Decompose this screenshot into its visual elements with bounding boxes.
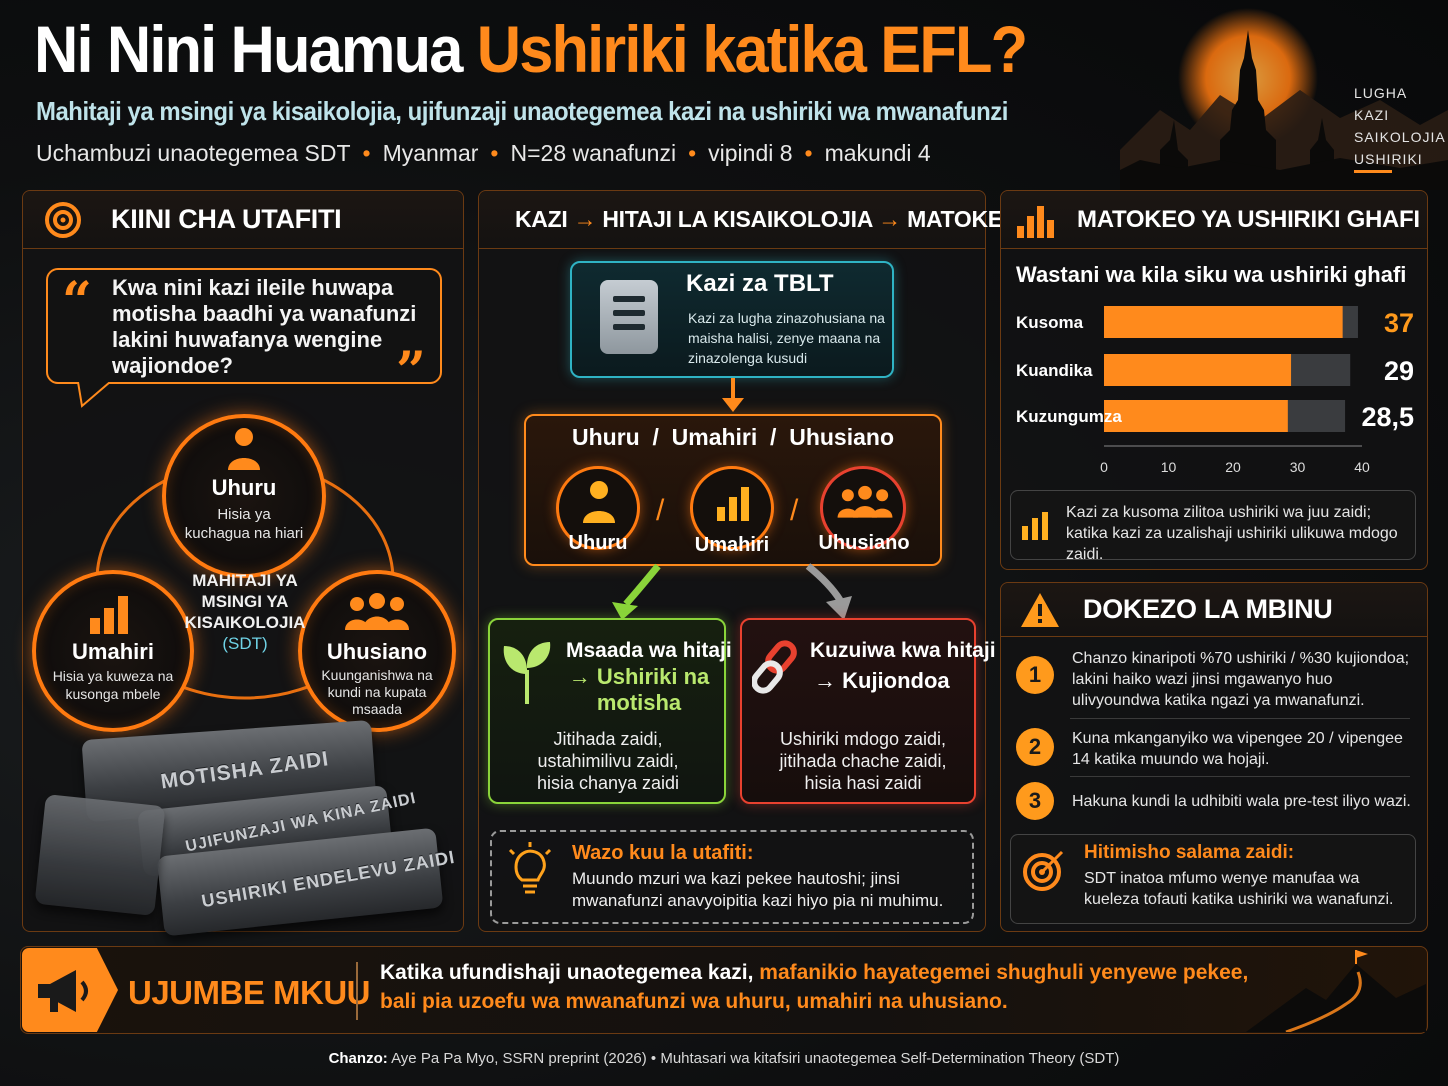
needs-separator: /	[656, 494, 665, 527]
panel-header: KAZI → HITAJI LA KISAIKOLOJIA → MATOKEO	[479, 191, 1021, 249]
thwart-result: → Kujiondoa	[814, 668, 950, 693]
need-label-autonomy: Uhuru	[568, 532, 628, 554]
temple-skyline-illustration	[1120, 8, 1448, 190]
panel-header: MATOKEO YA USHIRIKI GHAFI	[1001, 191, 1427, 249]
banner-message: Katika ufundishaji unaotegemea kazi, maf…	[380, 961, 1249, 1013]
sprout-icon	[503, 642, 551, 704]
key-message-banner	[20, 946, 1428, 1034]
quote-close-icon: ”	[396, 341, 426, 402]
needs-heading: Uhuru / Umahiri / Uhusiano	[571, 424, 895, 450]
conclusion-title: Hitimisho salama zaidi:	[1084, 842, 1295, 863]
bar-chart-icon	[1022, 512, 1048, 540]
bar-chart-icon	[717, 487, 749, 521]
number-badge: 2	[1016, 728, 1054, 766]
chart-title: Wastani wa kila siku wa ushiriki ghafi	[1016, 262, 1407, 287]
need-icon-competence	[690, 466, 774, 550]
x-tick-label: 30	[1290, 459, 1306, 475]
group-icon	[345, 593, 409, 630]
banner-label: UJUMBE MKUU	[128, 974, 371, 1011]
stone-base	[34, 794, 166, 916]
bubble-tail	[77, 382, 111, 408]
insight-title: Wazo kuu la utafiti:	[572, 842, 754, 864]
broken-link-icon	[752, 640, 797, 694]
page-subtitle: Mahitaji ya msingi ya kisaikolojia, ujif…	[36, 96, 1008, 126]
method-note-item: 3 Hakuna kundi la udhibiti wala pre-test…	[1016, 782, 1424, 820]
number-badge: 1	[1016, 656, 1054, 694]
need-icon-autonomy	[556, 466, 640, 550]
need-circle-competence: Umahiri Hisia ya kuweza na kusonga mbele	[32, 570, 194, 732]
key-insight-box	[490, 830, 974, 924]
insight-text: Muundo mzuri wa kazi pekee hautoshi; jin…	[572, 869, 944, 910]
bar-value-label: 37	[1384, 308, 1414, 338]
bar-value-label: 28,5	[1361, 402, 1414, 432]
group-icon	[837, 485, 893, 518]
lightbulb-icon	[508, 842, 552, 894]
warning-icon	[1021, 592, 1059, 627]
need-circle-autonomy: Uhuru Hisia ya kuchagua na hiari	[162, 414, 326, 578]
divider	[1070, 776, 1410, 777]
target-icon	[1023, 850, 1064, 891]
study-meta: Uchambuzi unaotegemea SDT•Myanmar•N=28 w…	[36, 140, 931, 166]
panel-header: DOKEZO LA MBINU	[1001, 583, 1427, 637]
method-note-item: 1 Chanzo kinaripoti %70 ushiriki / %30 k…	[1016, 648, 1424, 711]
bar-category-label: Kusoma	[1016, 313, 1084, 332]
panel-title: DOKEZO LA MBINU	[1083, 594, 1333, 624]
x-tick-label: 10	[1161, 459, 1177, 475]
banner-separator	[356, 962, 358, 1020]
need-label-competence: Umahiri	[694, 534, 770, 556]
method-note-item: 2 Kuna mkanganyiko wa vipengee 20 / vipe…	[1016, 728, 1424, 770]
tblt-description: Kazi za lugha zinazohusiana na maisha ha…	[688, 310, 885, 366]
support-description: Jitihada zaidi, ustahimilivu zaidi, hisi…	[536, 729, 680, 793]
bar-value-label: 29	[1384, 356, 1414, 386]
branch-arrows	[612, 563, 852, 620]
bar-chart-icon	[90, 596, 128, 634]
mountain-path-illustration	[1246, 950, 1426, 1032]
topic-tags: LUGHA KAZI SAIKOLOJIA USHIRIKI	[1354, 85, 1446, 167]
bar-chart-icon	[1017, 205, 1054, 238]
divider	[1070, 718, 1410, 719]
panel-title: KIINI CHA UTAFITI	[111, 204, 342, 234]
bar-kusoma	[1104, 306, 1343, 338]
quote-open-icon: “	[62, 271, 92, 332]
x-tick-label: 40	[1354, 459, 1370, 475]
need-label-relatedness: Uhusiano	[818, 532, 910, 554]
tags-underline	[1354, 170, 1392, 173]
page-title: Ni Nini Huamua Ushiriki katika EFL?	[34, 12, 1028, 86]
person-icon	[583, 481, 615, 523]
panel-title: MATOKEO YA USHIRIKI GHAFI	[1077, 205, 1420, 233]
research-question: Kwa nini kazi ileile huwapa motisha baad…	[112, 275, 417, 378]
venn-center-label: MAHITAJI YA MSINGI YA KISAIKOLOJIA (SDT)	[184, 571, 306, 653]
megaphone-icon	[38, 970, 88, 1012]
needs-separator: /	[790, 494, 799, 527]
panel-header: KIINI CHA UTAFITI	[23, 191, 463, 249]
number-badge: 3	[1016, 782, 1054, 820]
panel-title: KAZI → HITAJI LA KISAIKOLOJIA → MATOKEO	[515, 206, 1021, 232]
need-circle-relatedness: Uhusiano Kuunganishwa na kundi na kupata…	[298, 570, 456, 732]
person-icon	[228, 428, 260, 470]
thwart-title: Kuzuiwa kwa hitaji	[810, 639, 996, 662]
arrow-down-icon	[722, 378, 744, 412]
need-support-box	[488, 618, 726, 804]
source-footer: Chanzo: Aye Pa Pa Myo, SSRN preprint (20…	[328, 1050, 1120, 1067]
need-icon-relatedness	[820, 466, 906, 550]
results-note-box	[1010, 490, 1416, 560]
support-result: → Ushiriki na motisha	[568, 664, 710, 715]
bar-category-label: Kuandika	[1016, 361, 1093, 380]
bar-kuzungumza	[1104, 400, 1288, 432]
conclusion-text: SDT inatoa mfumo wenye manufaa wa kuelez…	[1084, 870, 1394, 908]
conclusion-box	[1010, 834, 1416, 924]
bar-kuandika	[1104, 354, 1292, 386]
x-tick-label: 0	[1100, 459, 1108, 475]
target-icon	[45, 201, 81, 238]
results-note: Kazi za kusoma zilitoa ushiriki wa juu z…	[1066, 504, 1398, 563]
document-icon	[600, 280, 658, 354]
x-tick-label: 20	[1225, 459, 1241, 475]
question-bubble	[46, 268, 442, 384]
thwart-description: Ushiriki mdogo zaidi, jitihada chache za…	[779, 729, 947, 793]
support-title: Msaada wa hitaji	[566, 639, 732, 662]
bar-category-label: Kuzungumza	[1016, 407, 1122, 426]
tblt-title: Kazi za TBLT	[686, 270, 834, 297]
